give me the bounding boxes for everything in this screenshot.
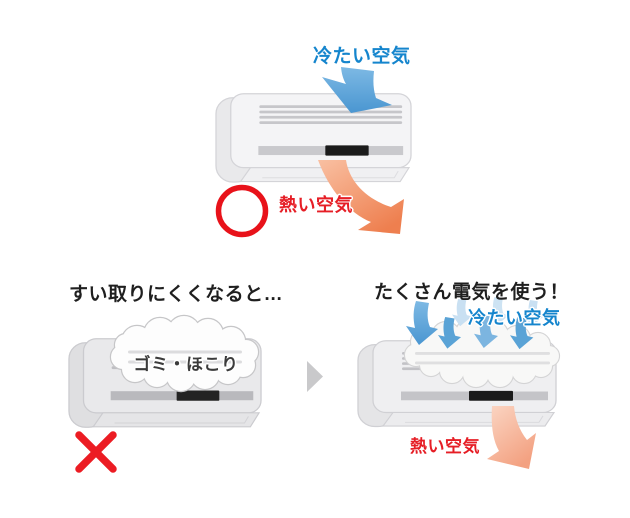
hot-air-label: 熱い空気 [410,437,480,456]
hot-air-weak-arrow-icon [487,406,536,469]
hot-air-label: 熱い空気 [279,195,353,215]
hot-air-arrow-icon [318,160,404,234]
wasteful-caption: たくさん電気を使う！ [374,282,570,303]
correct-circle-icon [215,184,269,238]
wrong-cross-icon [75,431,117,473]
cold-air-label: 冷たい空気 [468,308,561,328]
clogged-caption: すい取りにくくなると… [69,284,284,305]
dust-label: ゴミ・ほこり [133,355,239,374]
next-arrow-icon [307,361,323,392]
cold-air-label: 冷たい空気 [313,46,411,67]
cold-air-arrow-icon [322,67,392,113]
dust-cloud-thin-illustration [403,317,561,389]
dust-cloud-illustration [109,314,260,393]
